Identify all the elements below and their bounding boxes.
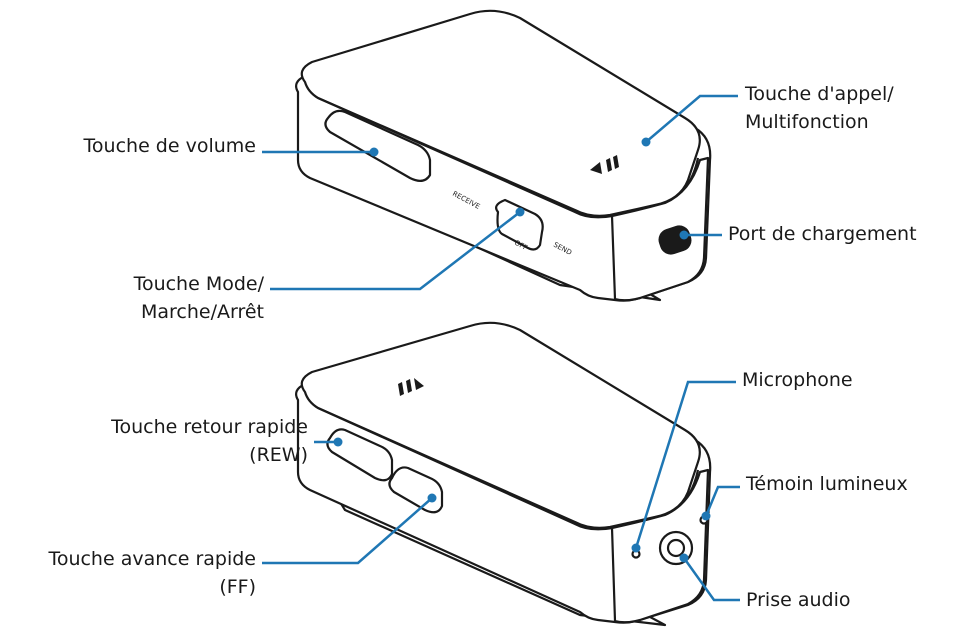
play-pause-icon [590, 155, 619, 174]
volume-key [324, 109, 432, 182]
device-top [295, 9, 712, 302]
label-mode-key: Touche Mode/ Marche/Arrêt [133, 273, 264, 323]
device-bottom [295, 321, 712, 627]
label-microphone: Microphone [742, 369, 853, 391]
label-call-key: Touche d'appel/ Multifonction [745, 83, 894, 133]
leader-microphone [634, 380, 736, 549]
label-charging-port: Port de chargement [728, 223, 917, 245]
device-bottom-face [300, 321, 701, 529]
label-audio-jack: Prise audio [746, 589, 851, 611]
device-top-front [610, 156, 710, 302]
leader-mode [270, 211, 521, 291]
leader-lines [262, 94, 740, 602]
mode-switch [495, 198, 544, 251]
label-rew-key: Touche retour rapide (REW) [111, 416, 308, 466]
label-ff-key: Touche avance rapide (FF) [48, 548, 256, 598]
leader-call [645, 94, 738, 143]
leader-ff [262, 497, 433, 565]
leader-dots [333, 137, 711, 563]
label-indicator-light: Témoin lumineux [746, 473, 908, 495]
leader-indicator [704, 485, 740, 517]
rew-key [326, 428, 394, 482]
leader-audio [682, 557, 740, 602]
label-volume-key: Touche de volume [83, 135, 256, 157]
play-pause-icon-bottom [398, 378, 424, 396]
